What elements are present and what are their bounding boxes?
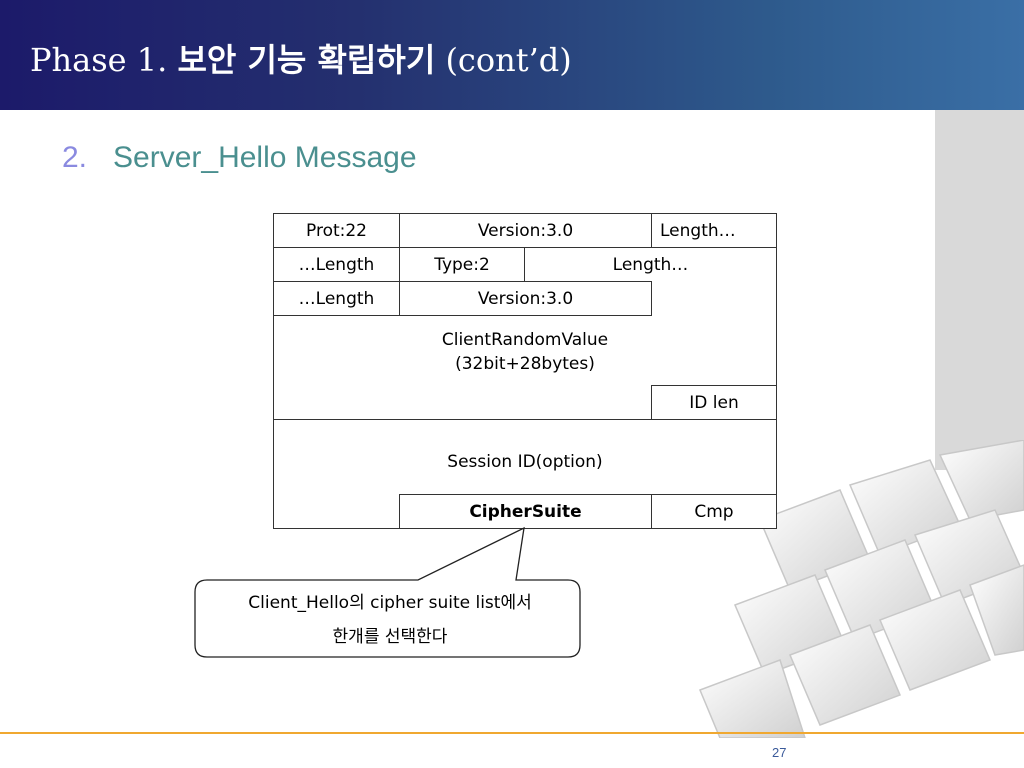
section-heading: 2. Server_Hello Message (62, 138, 417, 178)
page-number: 27 (772, 745, 787, 760)
title-korean: 보안 기능 확립하기 (177, 41, 436, 79)
session-id-label: Session ID(option) (447, 452, 603, 472)
cmp-cell: Cmp (651, 494, 777, 529)
decorative-side-panel (935, 110, 1024, 470)
version-cell: Version:3.0 (399, 213, 652, 248)
footer-divider (0, 732, 1024, 734)
title-prefix: Phase 1. (30, 41, 178, 79)
cipher-suite-cell: CipherSuite (399, 494, 652, 529)
section-number: 2. (62, 141, 88, 174)
keyboard-image (699, 440, 1024, 738)
callout-line2: 한개를 선택한다 (332, 627, 448, 647)
type-cell: Type:2 (399, 247, 525, 282)
random-line1: ClientRandomValue (441, 330, 609, 350)
callout-text: Client_Hello의 cipher suite list에서 한개를 선택… (200, 586, 580, 654)
slide-header: Phase 1. 보안 기능 확립하기 (cont’d) (0, 0, 1024, 110)
random-line2: (32bit+28bytes) (455, 354, 595, 374)
length-cell-top: Length… (651, 213, 777, 248)
length-cell-row2: …Length (273, 247, 400, 282)
version-cell-mid: Version:3.0 (399, 281, 652, 316)
slide-title: Phase 1. 보안 기능 확립하기 (cont’d) (30, 40, 572, 80)
title-suffix: (cont’d) (435, 41, 572, 79)
callout-line1: Client_Hello의 cipher suite list에서 (248, 593, 532, 613)
length-cell-row3: …Length (273, 281, 400, 316)
length-cell-mid: Length… (524, 247, 777, 282)
section-title: Server_Hello Message (113, 141, 417, 174)
client-random-value: ClientRandomValue (32bit+28bytes) (274, 322, 776, 382)
id-len-cell: ID len (651, 385, 777, 420)
